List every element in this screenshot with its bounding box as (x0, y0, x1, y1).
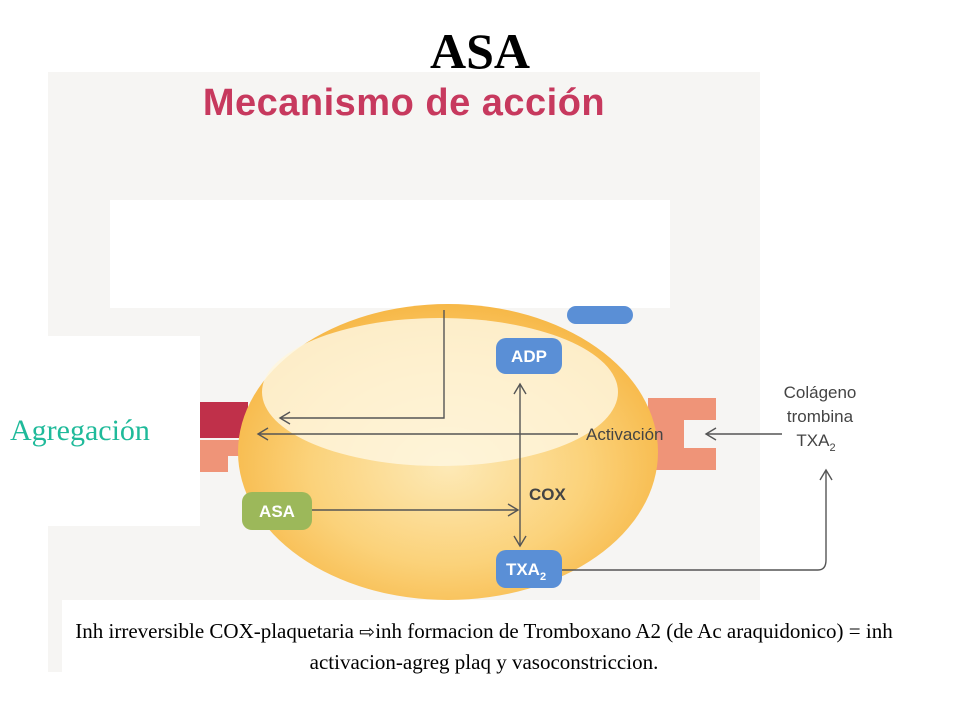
slide-title: ASA (429, 23, 531, 79)
mask-patch-upper (110, 200, 670, 308)
adp-pill: ADP (496, 338, 562, 374)
diagram-subtitle: Mecanismo de acción (202, 82, 606, 124)
asa-label: ASA (259, 502, 295, 521)
adp-label: ADP (511, 347, 547, 366)
caption-part2: inh formacion de Tromboxano A2 (de Ac ar… (309, 619, 893, 674)
arrow-txa2-feedback (562, 468, 833, 571)
txa2-pill: TXA2 (496, 550, 562, 588)
arrow-adp-pathway (278, 310, 445, 425)
caption-arrow-icon: ⇨ (359, 621, 376, 643)
platelet-cell-highlight (262, 318, 618, 466)
activacion-label: Activación (586, 425, 663, 444)
asa-pill: ASA (242, 492, 312, 530)
mask-patch-caption (62, 600, 902, 680)
agonists-labels: Colágeno trombina TXA2 (784, 383, 857, 454)
agonist-colageno: Colágeno (784, 383, 857, 402)
cox-label: COX (529, 485, 567, 504)
agonist-txa2: TXA2 (796, 431, 835, 454)
left-receptor (200, 402, 248, 472)
txa2-label: TXA2 (506, 560, 546, 583)
top-pill-fragment (567, 306, 633, 324)
mask-patch-left (48, 336, 200, 526)
arrow-lines (256, 310, 833, 571)
caption-part1: Inh irreversible COX-plaquetaria (75, 619, 360, 643)
caption-text: Inh irreversible COX-plaquetaria ⇨inh fo… (64, 616, 904, 677)
agregacion-label: Agregación (10, 414, 150, 447)
agonist-trombina: trombina (787, 407, 854, 426)
